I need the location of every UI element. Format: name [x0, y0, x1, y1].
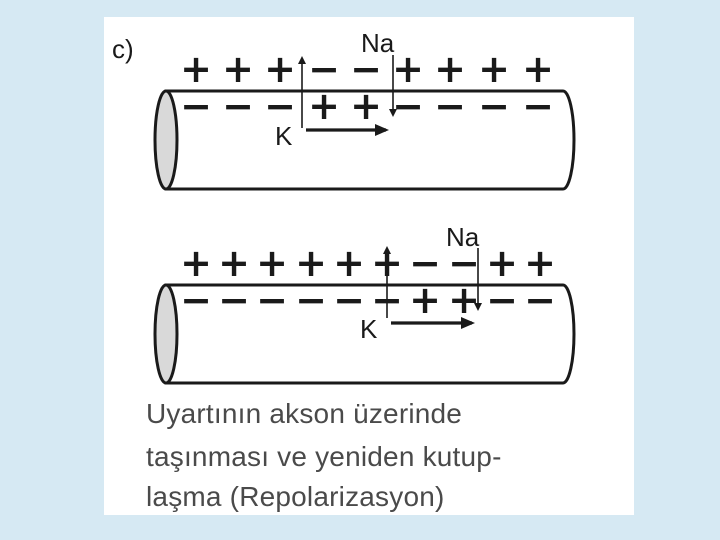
axon-top-outer-charge-4: − — [308, 47, 340, 91]
axon-bottom-outer-charge-7: − — [409, 241, 441, 285]
caption-line-3: laşma (Repolarizasyon) — [146, 481, 445, 512]
axon-top-na-label: Na — [361, 28, 395, 58]
axon-bottom-k-label: K — [360, 314, 378, 344]
axon-bottom-cylinder-end — [153, 283, 179, 385]
axon-top-outer-charge-6: + — [392, 47, 424, 91]
axon-bottom-inner-charge-7: + — [409, 278, 441, 322]
axon-top: +++−−++++ −−−++−−−− Na K — [153, 28, 576, 191]
axon-bottom-inner-charge-10: − — [524, 278, 556, 322]
axon-top-inner-charge-7: − — [434, 84, 466, 128]
axon-bottom-outer-charge-9: + — [486, 241, 518, 285]
caption-line-2: taşınması ve yeniden kutup- — [146, 441, 502, 472]
axon-top-outer-charge-7: + — [434, 47, 466, 91]
axon-bottom-outer-charge-2: + — [218, 241, 250, 285]
panel-label: c) — [112, 34, 134, 64]
caption-line-1: Uyartının akson üzerinde — [146, 398, 463, 429]
axon-bottom-na-label: Na — [446, 222, 480, 252]
axon-top-inner-charge-9: − — [522, 84, 554, 128]
axon-bottom-outer-charge-5: + — [333, 241, 365, 285]
axon-bottom-inner-charge-4: − — [295, 278, 327, 322]
axon-top-inner-charge-8: − — [478, 84, 510, 128]
axon-bottom-outer-charge-1: + — [180, 241, 212, 285]
axon-top-inner-charge-2: − — [222, 84, 254, 128]
axon-bottom-inner-charge-5: − — [333, 278, 365, 322]
axon-bottom-outer-charge-8: − — [448, 241, 480, 285]
axon-bottom: ++++++−−++ −−−−−−++−− Na K — [153, 222, 576, 385]
axon-top-outer-charge-8: + — [478, 47, 510, 91]
axon-top-outer-charge-2: + — [222, 47, 254, 91]
axon-top-outer-charge-3: + — [264, 47, 296, 91]
axon-bottom-inner-charge-1: − — [180, 278, 212, 322]
axon-top-inner-charge-4: + — [308, 84, 340, 128]
axon-bottom-inner-charges: −−−−−−++−− — [180, 278, 556, 322]
axon-top-cylinder-body — [164, 89, 576, 191]
axon-bottom-outer-charges: ++++++−−++ — [180, 241, 556, 285]
axon-bottom-inner-charge-2: − — [218, 278, 250, 322]
axon-bottom-inner-charge-8: + — [448, 278, 480, 322]
axon-top-k-label: K — [275, 121, 293, 151]
axon-bottom-inner-charge-3: − — [256, 278, 288, 322]
axon-top-inner-charge-3: − — [264, 84, 296, 128]
axon-bottom-inner-charge-9: − — [486, 278, 518, 322]
axon-top-inner-charge-1: − — [180, 84, 212, 128]
axon-top-outer-charges: +++−−++++ — [180, 47, 554, 91]
axon-bottom-outer-charge-3: + — [256, 241, 288, 285]
axon-top-inner-charges: −−−++−−−− — [180, 84, 554, 128]
axon-bottom-outer-charge-4: + — [295, 241, 327, 285]
axon-bottom-cylinder-body — [164, 283, 576, 385]
axon-top-inner-charge-5: + — [350, 84, 382, 128]
axon-bottom-outer-charge-10: + — [524, 241, 556, 285]
axon-top-outer-charge-9: + — [522, 47, 554, 91]
axon-top-outer-charge-5: − — [350, 47, 382, 91]
axon-top-cylinder-end — [153, 89, 179, 191]
axon-top-inner-charge-6: − — [392, 84, 424, 128]
axon-top-outer-charge-1: + — [180, 47, 212, 91]
